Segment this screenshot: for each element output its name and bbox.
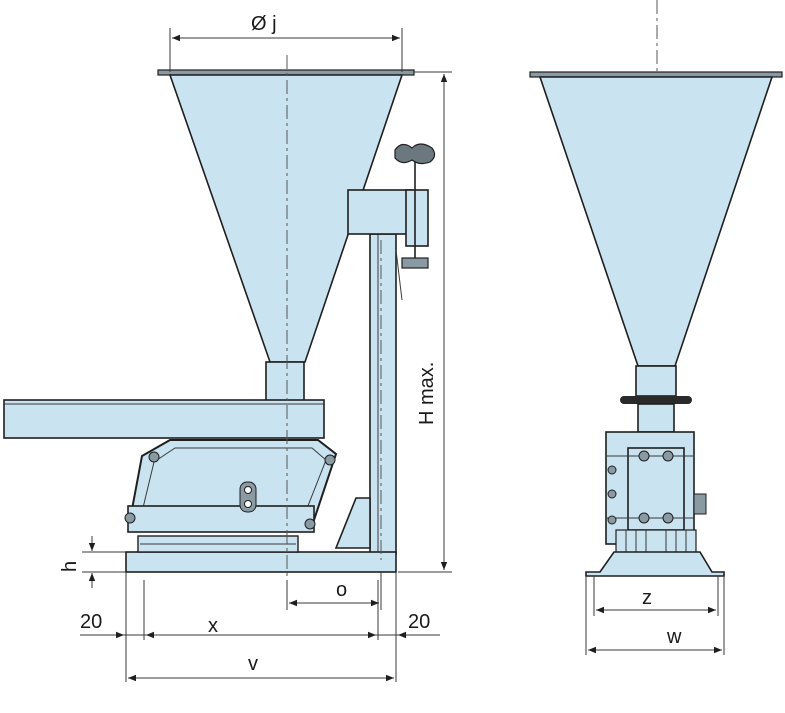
side-gusset: [334, 497, 371, 549]
side-bolt-2: [324, 454, 336, 466]
side-view: [3, 55, 436, 610]
dim-h-max: H max.: [416, 362, 438, 425]
side-base-plate: [125, 551, 397, 573]
front-side-lug: [693, 493, 707, 515]
dim-v: v: [248, 653, 258, 675]
front-bolt-3: [638, 512, 650, 524]
front-dimensions: z w: [585, 576, 725, 655]
front-clamp-ring: [620, 396, 692, 404]
dim-diameter-j: Ø j: [251, 13, 277, 35]
side-adjuster: [239, 481, 257, 513]
dim-w: w: [666, 626, 682, 648]
side-vibrator-motor: [127, 505, 315, 533]
front-hopper-spout: [635, 365, 677, 397]
dim-o: o: [336, 579, 347, 601]
front-bolt-2: [662, 450, 674, 462]
dim-h: h: [59, 561, 81, 572]
dim-left-20: 20: [80, 611, 102, 633]
side-clamp-knob: [394, 143, 436, 165]
side-bolt-4: [304, 518, 316, 530]
side-clamp-nut: [401, 257, 429, 269]
dim-right-20: 20: [408, 611, 430, 633]
dim-x: x: [208, 615, 218, 637]
side-column: [369, 233, 397, 555]
front-hopper-cone: [538, 76, 774, 367]
side-arm-clamp: [405, 189, 429, 247]
side-bolt-3: [124, 512, 136, 524]
front-base: [585, 551, 725, 577]
front-bolt-1: [638, 450, 650, 462]
side-hopper-spout: [265, 361, 305, 403]
side-chute-tray: [3, 399, 325, 439]
side-dimensions: Ø j H max. h o 20 x 20 v: [59, 13, 452, 682]
side-hopper-cone: [168, 74, 404, 363]
front-bolt-4: [662, 512, 674, 524]
front-springs: [615, 529, 697, 555]
side-arm: [347, 189, 413, 235]
side-bolt-1: [148, 451, 160, 463]
front-view: [529, 0, 783, 577]
dim-z: z: [642, 587, 652, 609]
